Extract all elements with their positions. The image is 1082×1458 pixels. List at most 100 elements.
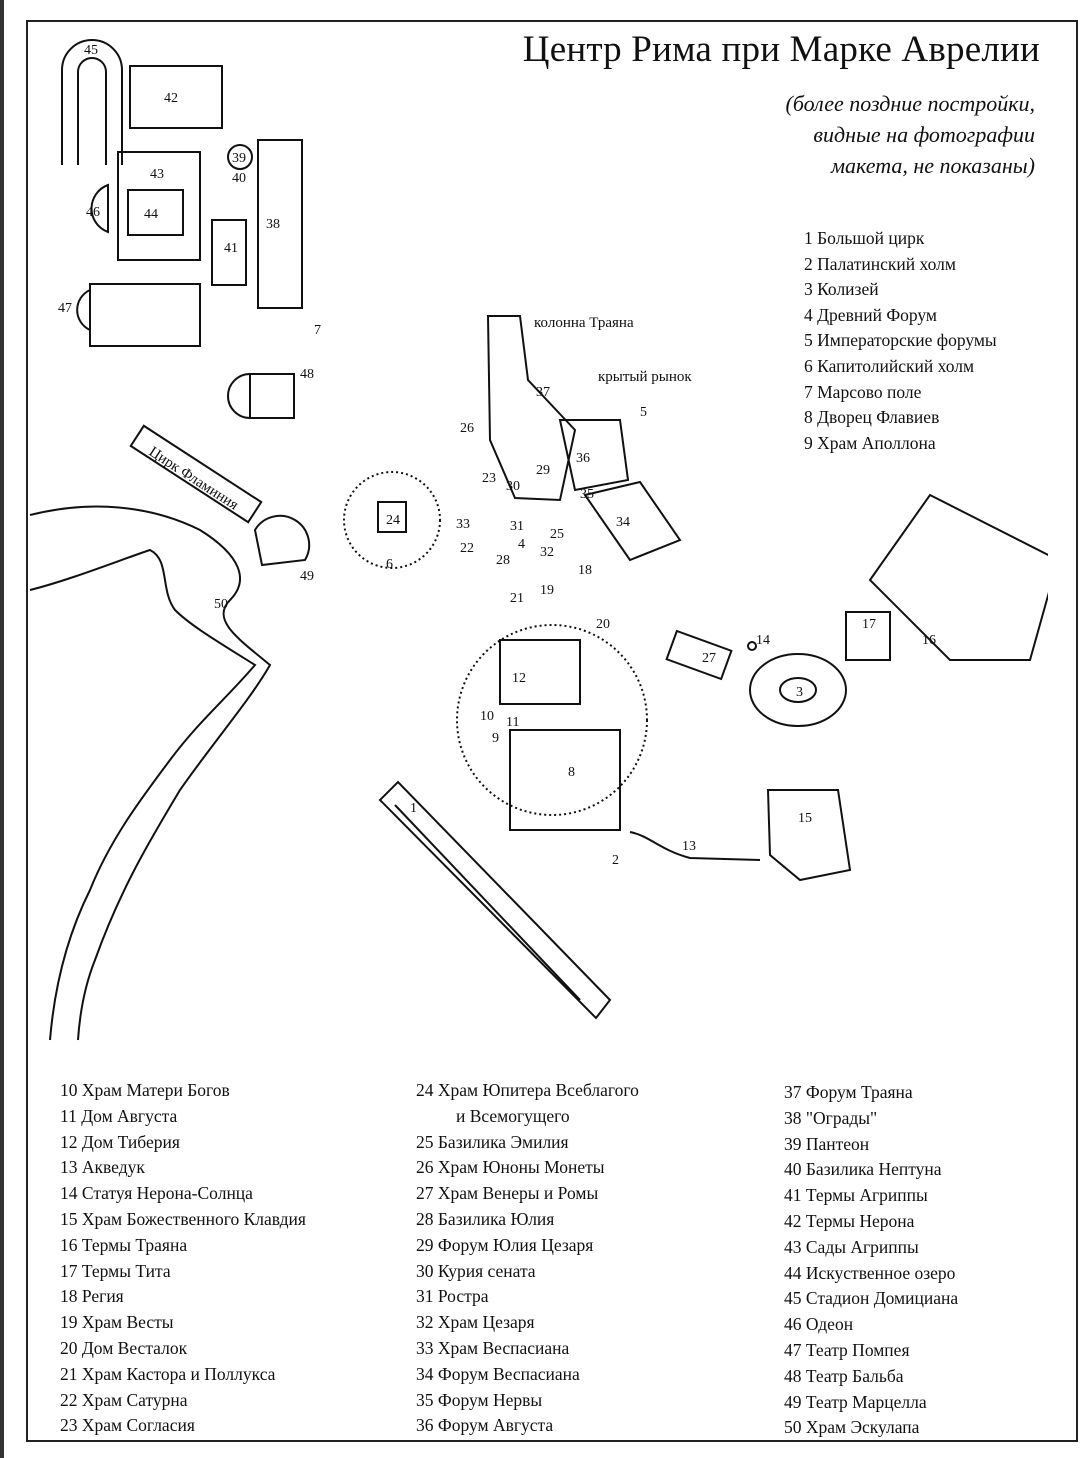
artificial-lake: [127, 189, 184, 236]
tiber-river-bank: [29, 548, 257, 1041]
legend-item: 50 Храм Эскулапа: [784, 1417, 920, 1438]
domus-flavia: [509, 729, 621, 831]
map-number-4: 4: [518, 537, 525, 552]
map-number-24: 24: [386, 513, 400, 528]
baths-trajan: [868, 493, 1048, 661]
subtitle-line: макета, не показаны): [830, 153, 1035, 178]
map-number-13: 13: [682, 839, 696, 854]
legend-item: 32 Храм Цезаря: [416, 1312, 535, 1333]
label-column-trajan: колонна Траяна: [534, 315, 634, 331]
theatre-balbus: [249, 373, 295, 419]
legend-item: 8 Дворец Флавиев: [804, 407, 940, 428]
legend-item: 40 Базилика Нептуна: [784, 1159, 942, 1180]
map-number-23: 23: [482, 471, 496, 486]
legend-item: 1 Большой цирк: [804, 228, 925, 248]
tiber-river-bank: [29, 505, 272, 1041]
map-number-8: 8: [568, 765, 575, 780]
baths-agrippa: [211, 219, 247, 286]
pantheon: [227, 144, 253, 170]
map-number-35: 35: [580, 487, 594, 502]
map-number-43: 43: [150, 167, 164, 182]
legend-item: 29 Форум Юлия Цезаря: [416, 1234, 594, 1255]
legend-item: 23 Храм Согласия: [60, 1415, 195, 1436]
map-number-46: 46: [86, 205, 100, 220]
legend-item: 28 Базилика Юлия: [416, 1208, 555, 1229]
baths-nero: [129, 65, 223, 129]
map-number-33: 33: [456, 517, 470, 532]
map-number-44: 44: [144, 207, 158, 222]
house-tiberius: [499, 639, 581, 705]
map-number-9: 9: [492, 731, 499, 746]
legend-item: 33 Храм Веспасиана: [416, 1337, 570, 1358]
rome-map: колонна Траяна крытый рынок Цирк Фламини…: [29, 39, 1048, 1041]
legend-item: 19 Храм Весты: [60, 1312, 174, 1333]
legend-item: 31 Ростра: [416, 1286, 489, 1307]
legend-item: 10 Храм Матери Богов: [60, 1080, 230, 1100]
temple-venus-roma: [665, 629, 733, 681]
map-number-39: 39: [232, 151, 246, 166]
map-number-48: 48: [300, 367, 314, 382]
legend-column-2: 24 Храм Юпитера Всеблагого и Всемогущего…: [416, 1078, 639, 1439]
legend-item: 3 Колизей: [804, 279, 879, 300]
map-number-1: 1: [410, 801, 417, 816]
map-number-11: 11: [506, 715, 519, 730]
map-number-18: 18: [578, 563, 592, 578]
legend-top: 1 Большой цирк 2 Палатинский холм 3 Коли…: [804, 226, 997, 456]
legend-column-3: 37 Форум Траяна 38 "Ограды" 39 Пантеон 4…: [784, 1080, 958, 1441]
legend-item: 25 Базилика Эмилия: [416, 1131, 569, 1152]
legend-item: 18 Регия: [60, 1286, 124, 1307]
legend-item: 6 Капитолийский холм: [804, 355, 975, 376]
legend-item: 15 Храм Божественного Клавдия: [60, 1208, 306, 1229]
label-covered-market: крытый рынок: [598, 369, 692, 385]
scan-edge: [0, 0, 4, 1458]
map-number-50: 50: [214, 597, 228, 612]
baths-titus: [845, 611, 891, 661]
legend-item: 41 Термы Агриппы: [784, 1185, 928, 1206]
legend-item: 4 Древний Форум: [804, 304, 938, 325]
map-number-25: 25: [550, 527, 564, 542]
legend-item: 7 Марсово поле: [804, 381, 922, 402]
map-number-40: 40: [232, 171, 246, 186]
map-number-42: 42: [164, 91, 178, 106]
map-frame: [26, 20, 1078, 1442]
temple-claudius: [766, 789, 852, 882]
circus-maximus: [378, 780, 612, 1020]
map-number-5: 5: [640, 405, 647, 420]
map-number-45: 45: [84, 43, 98, 58]
legend-item: 43 Сады Агриппы: [784, 1236, 919, 1257]
map-number-26: 26: [460, 421, 474, 436]
map-number-20: 20: [596, 617, 610, 632]
legend-item: 21 Храм Кастора и Поллукса: [60, 1363, 276, 1384]
map-number-16: 16: [922, 633, 936, 648]
map-number-49: 49: [300, 569, 314, 584]
palatine-hill: [456, 624, 648, 816]
legend-item: 17 Термы Тита: [60, 1260, 171, 1281]
map-number-47: 47: [58, 301, 72, 316]
legend-item: 24 Храм Юпитера Всеблагого: [416, 1080, 639, 1100]
colosseum: [749, 653, 847, 727]
legend-item: 47 Театр Помпея: [784, 1339, 910, 1360]
map-number-41: 41: [224, 241, 238, 256]
forum-trajan: [486, 315, 577, 502]
legend-item: 12 Дом Тиберия: [60, 1131, 180, 1152]
legend-item: 22 Храм Сатурна: [60, 1389, 188, 1410]
legend-item: 13 Акведук: [60, 1157, 145, 1178]
map-number-14: 14: [756, 633, 770, 648]
map-number-19: 19: [540, 583, 554, 598]
map-number-21: 21: [510, 591, 524, 606]
map-number-22: 22: [460, 541, 474, 556]
legend-item: 30 Курия сената: [416, 1260, 536, 1281]
legend-item: 45 Стадион Домициана: [784, 1288, 959, 1309]
odeon: [90, 183, 109, 234]
legend-item: 49 Театр Марцелла: [784, 1391, 927, 1412]
gardens-agrippa: [117, 151, 201, 261]
saepta: [257, 139, 303, 309]
legend-item: 11 Дом Августа: [60, 1105, 178, 1126]
circus-flaminius: [129, 424, 263, 524]
legend-item: 34 Форум Веспасиана: [416, 1363, 580, 1384]
map-number-37: 37: [536, 385, 550, 400]
map-number-17: 17: [862, 617, 876, 632]
map-number-15: 15: [798, 811, 812, 826]
theatre-marcellus: [253, 514, 311, 567]
map-number-2: 2: [612, 853, 619, 868]
